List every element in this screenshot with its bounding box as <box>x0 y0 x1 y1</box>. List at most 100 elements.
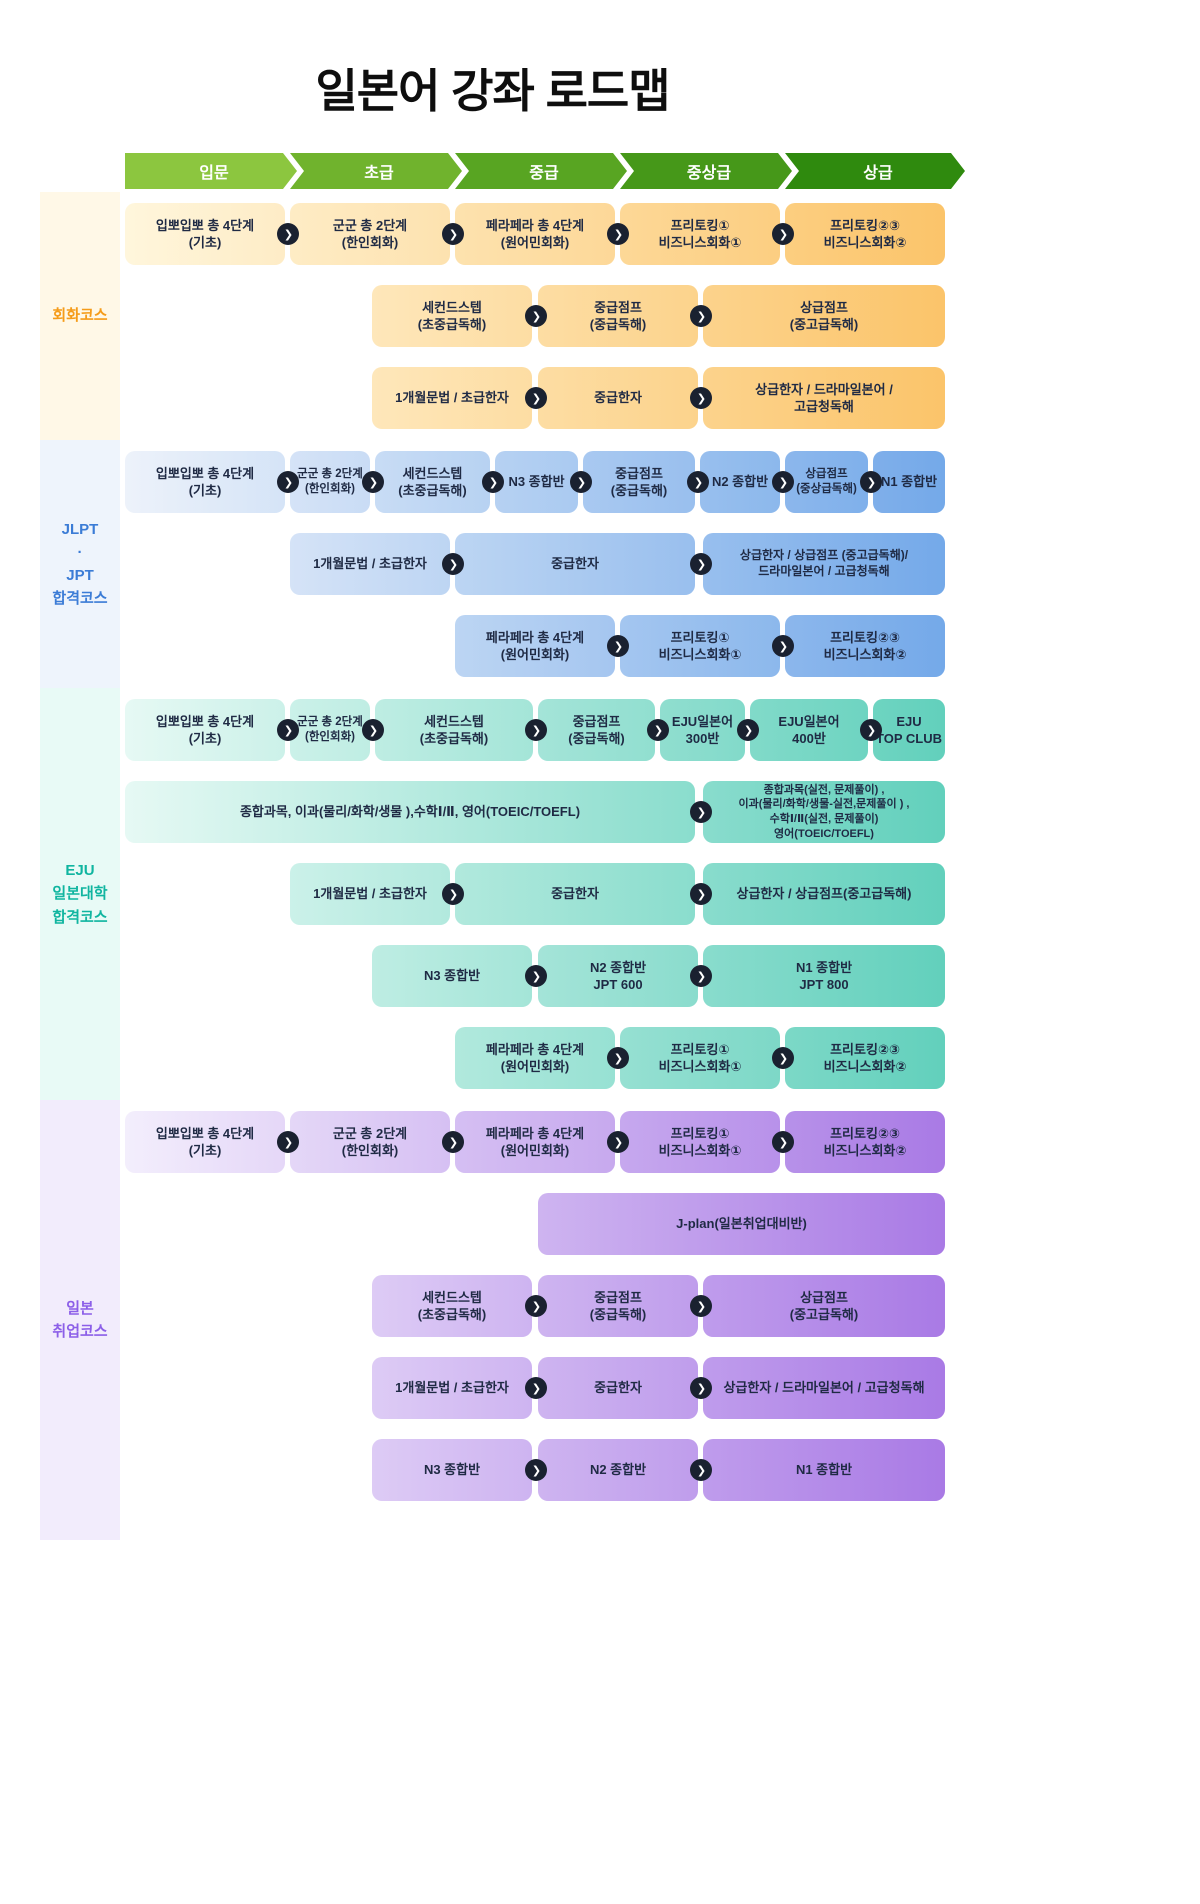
course-box-label: (한인회화) <box>341 1143 399 1158</box>
course-box-label: EJU일본어 <box>778 713 840 729</box>
course-box-label: (한인회화) <box>305 483 355 495</box>
arrow-connector-icon: ❯ <box>860 719 882 741</box>
course-box: 페라페라 총 4단계(원어민회화) <box>455 1027 615 1089</box>
course-box-label: N2 종합반 <box>589 959 647 975</box>
arrow-connector-icon: ❯ <box>690 553 712 575</box>
course-row: 입뽀입뽀 총 4단계(기초)군군 총 2단계(한인회화)❯세컨드스텝(초중급독해… <box>125 699 945 761</box>
course-box-label: (중고급독해) <box>789 317 859 332</box>
course-box-label: 비즈니스회화② <box>823 647 907 662</box>
arrow-connector-icon: ❯ <box>647 719 669 741</box>
course-box-label: 1개월문법 / 초급한자 <box>313 886 427 902</box>
course-box: N2 종합반 <box>538 1439 698 1501</box>
course-box-label: EJU <box>896 713 922 729</box>
course-box-label: 프리토킹②③ <box>830 629 900 645</box>
course-box: 1개월문법 / 초급한자 <box>290 533 450 595</box>
course-box: 페라페라 총 4단계(원어민회화) <box>455 1111 615 1173</box>
arrow-connector-icon: ❯ <box>362 471 384 493</box>
course-box-label: 페라페라 총 4단계 <box>485 1041 585 1057</box>
course-box-label: N1 종합반 <box>795 1462 853 1478</box>
course-box: EJU일본어 300반 <box>660 699 745 761</box>
course-box-label: (중상급독해) <box>796 483 857 495</box>
course-box-label: (중급독해) <box>589 1307 647 1322</box>
course-box: 세컨드스텝(초중급독해) <box>372 285 532 347</box>
arrow-connector-icon: ❯ <box>690 387 712 409</box>
level-label: 상급 <box>863 165 893 182</box>
level-segment-1: 입문 <box>125 153 297 189</box>
course-box-label: 상급점프 <box>800 299 848 315</box>
arrow-connector-icon: ❯ <box>525 387 547 409</box>
course-box: 상급한자 / 상급점프 (중고급독해)/드라마일본어 / 고급청독해 <box>703 533 945 595</box>
course-box: 세컨드스텝(초중급독해) <box>375 699 533 761</box>
course-box: 1개월문법 / 초급한자 <box>290 863 450 925</box>
course-box-label: 군군 총 2단계 <box>332 1125 408 1141</box>
course-box-label: 입뽀입뽀 총 4단계 <box>155 1125 255 1141</box>
course-box-label: JPT 600 <box>593 977 643 992</box>
course-box-label: (초중급독해) <box>417 317 487 332</box>
course-box-label: N3 종합반 <box>508 474 565 490</box>
course-box: 1개월문법 / 초급한자 <box>372 1357 532 1419</box>
level-label: 초급 <box>364 165 394 182</box>
arrow-connector-icon: ❯ <box>277 471 299 493</box>
arrow-connector-icon: ❯ <box>607 223 629 245</box>
course-box: N1 종합반 <box>873 451 945 513</box>
page-title: 일본어 강좌 로드맵 <box>315 65 670 117</box>
course-box-label: 중급한자 <box>594 1380 642 1396</box>
course-box-label: 300반 <box>685 731 720 746</box>
course-box: EJU일본어 400반 <box>750 699 868 761</box>
section-label-line: 회화코스 <box>52 307 108 325</box>
course-box-label: (중급독해) <box>568 731 625 746</box>
course-box-label: N1 종합반 <box>880 474 938 490</box>
course-box-label: (기초) <box>188 1143 222 1158</box>
course-box-label: 군군 총 2단계 <box>332 217 408 233</box>
arrow-connector-icon: ❯ <box>772 635 794 657</box>
course-box-label: 중급한자 <box>594 390 642 406</box>
course-box-label: 드라마일본어 / 고급청독해 <box>758 564 890 578</box>
course-row: 종합과목, 이과(물리/화학/생물 ),수학Ⅰ/Ⅱ, 영어(TOEIC/TOEF… <box>125 781 945 843</box>
course-box-label: J-plan(일본취업대비반) <box>676 1216 807 1232</box>
course-box-label: (원어민회화) <box>500 235 570 250</box>
arrow-connector-icon: ❯ <box>690 965 712 987</box>
course-box-label: 비즈니스회화① <box>658 1059 742 1074</box>
course-box-label: 400반 <box>792 731 826 746</box>
arrow-connector-icon: ❯ <box>772 223 794 245</box>
course-box-label: 상급점프 <box>805 467 848 480</box>
course-box-label: (초중급독해) <box>419 731 489 746</box>
arrow-connector-icon: ❯ <box>607 1131 629 1153</box>
course-box-label: 입뽀입뽀 총 4단계 <box>155 217 255 233</box>
section-label-line: 합격코스 <box>52 590 108 608</box>
course-box-label: N1 종합반 <box>795 959 853 975</box>
course-box-label: 프리토킹① <box>670 629 730 645</box>
course-box-label: 상급점프 <box>800 1289 848 1305</box>
arrow-connector-icon: ❯ <box>772 471 794 493</box>
course-box: 중급한자 <box>455 863 695 925</box>
course-box-label: 1개월문법 / 초급한자 <box>395 1380 509 1396</box>
course-box: 군군 총 2단계 (한인회화) <box>290 1111 450 1173</box>
course-box: 중급한자 <box>538 367 698 429</box>
course-box-label: TOP CLUB <box>876 731 942 746</box>
course-box-label: 프리토킹① <box>670 1125 730 1141</box>
course-box-label: 프리토킹②③ <box>830 217 900 233</box>
course-box-label: 1개월문법 / 초급한자 <box>313 556 427 572</box>
course-box-label: 상급한자 / 상급점프 (중고급독해)/ <box>739 548 909 563</box>
course-box-label: (한인회화) <box>341 235 399 250</box>
course-box: 상급한자 / 드라마일본어 /고급청독해 <box>703 367 945 429</box>
course-box-label: EJU일본어 <box>671 713 734 729</box>
course-box-label: (원어민회화) <box>500 1143 570 1158</box>
level-segment-3: 중급 <box>455 153 627 189</box>
arrow-connector-icon: ❯ <box>442 1131 464 1153</box>
